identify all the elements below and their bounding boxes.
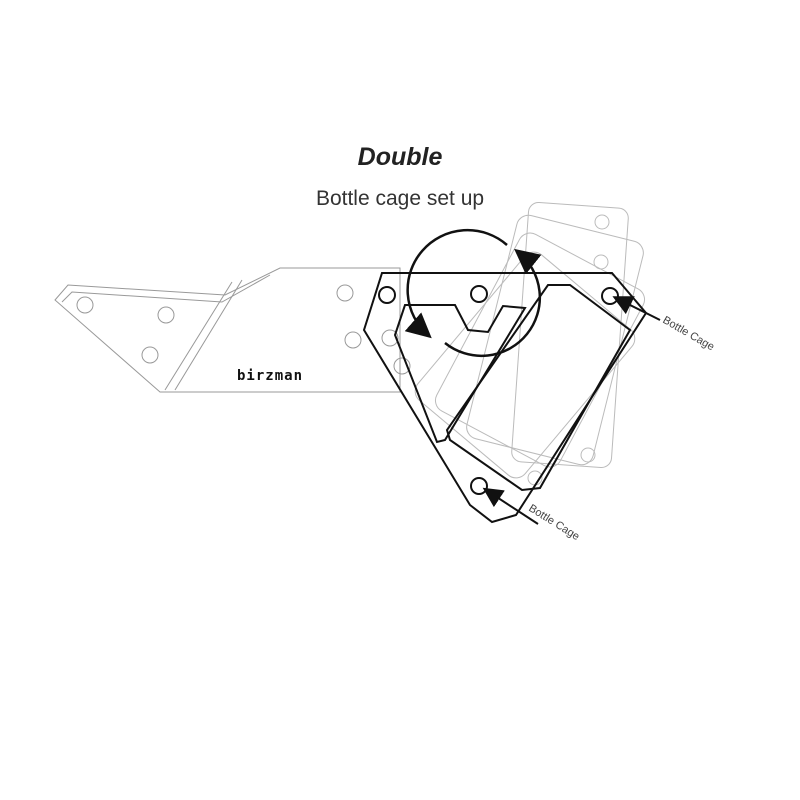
bottle-cage-plate xyxy=(362,272,648,524)
page-title: Double xyxy=(357,143,443,171)
frame-bracket xyxy=(54,267,411,393)
upper-mount-arrow xyxy=(612,296,661,321)
lower-mount-arrow xyxy=(482,487,539,525)
page-subtitle: Bottle cage set up xyxy=(315,187,485,210)
birzman-logo: birzman xyxy=(237,368,303,384)
rotate-arrow-icon xyxy=(404,228,542,358)
pointer-arrows xyxy=(482,296,661,525)
upper-bottle-cage-label: Bottle Cage xyxy=(661,314,717,353)
